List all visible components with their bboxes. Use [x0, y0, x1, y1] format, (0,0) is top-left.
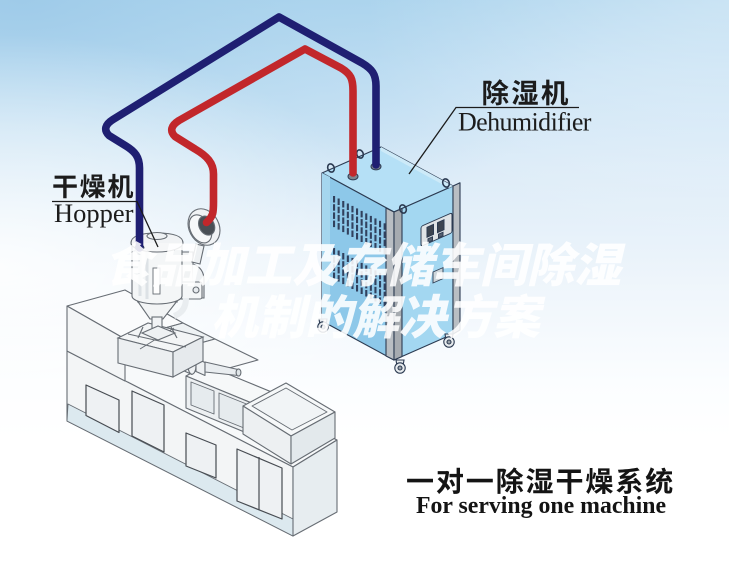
- svg-text:Hopper: Hopper: [54, 198, 134, 228]
- svg-text:Dehumidifier: Dehumidifier: [458, 108, 592, 137]
- svg-text:For serving one machine: For serving one machine: [416, 493, 666, 519]
